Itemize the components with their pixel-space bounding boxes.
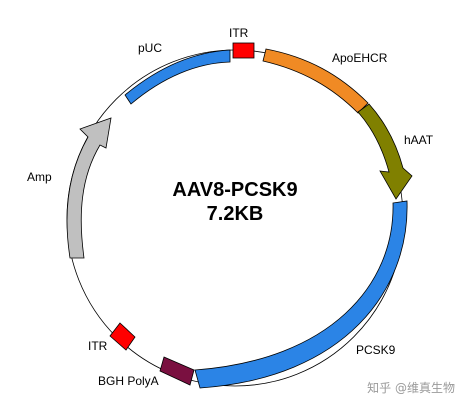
feature-pcsk9 <box>194 200 408 389</box>
label-haat: hAAT <box>404 133 434 147</box>
feature-apoehcr <box>262 48 369 114</box>
feature-bgh-polya <box>159 356 195 386</box>
feature-itr-top <box>232 42 255 59</box>
label-amp: Amp <box>27 170 52 184</box>
feature-amp <box>66 117 112 259</box>
feature-puc <box>124 49 231 105</box>
label-pcsk9: PCSK9 <box>356 343 396 357</box>
label-itr-bottom: ITR <box>88 339 108 353</box>
label-puc: pUC <box>138 41 162 55</box>
plasmid-size: 7.2KB <box>207 203 264 225</box>
label-bgh-polya: BGH PolyA <box>98 374 159 388</box>
plasmid-name: AAV8-PCSK9 <box>172 179 297 201</box>
label-itr-top: ITR <box>229 26 249 40</box>
feature-haat <box>357 103 413 200</box>
watermark: 知乎 @维真生物 <box>367 381 455 395</box>
feature-itr-bottom <box>109 322 136 351</box>
label-apoehcr: ApoEHCR <box>332 51 388 65</box>
